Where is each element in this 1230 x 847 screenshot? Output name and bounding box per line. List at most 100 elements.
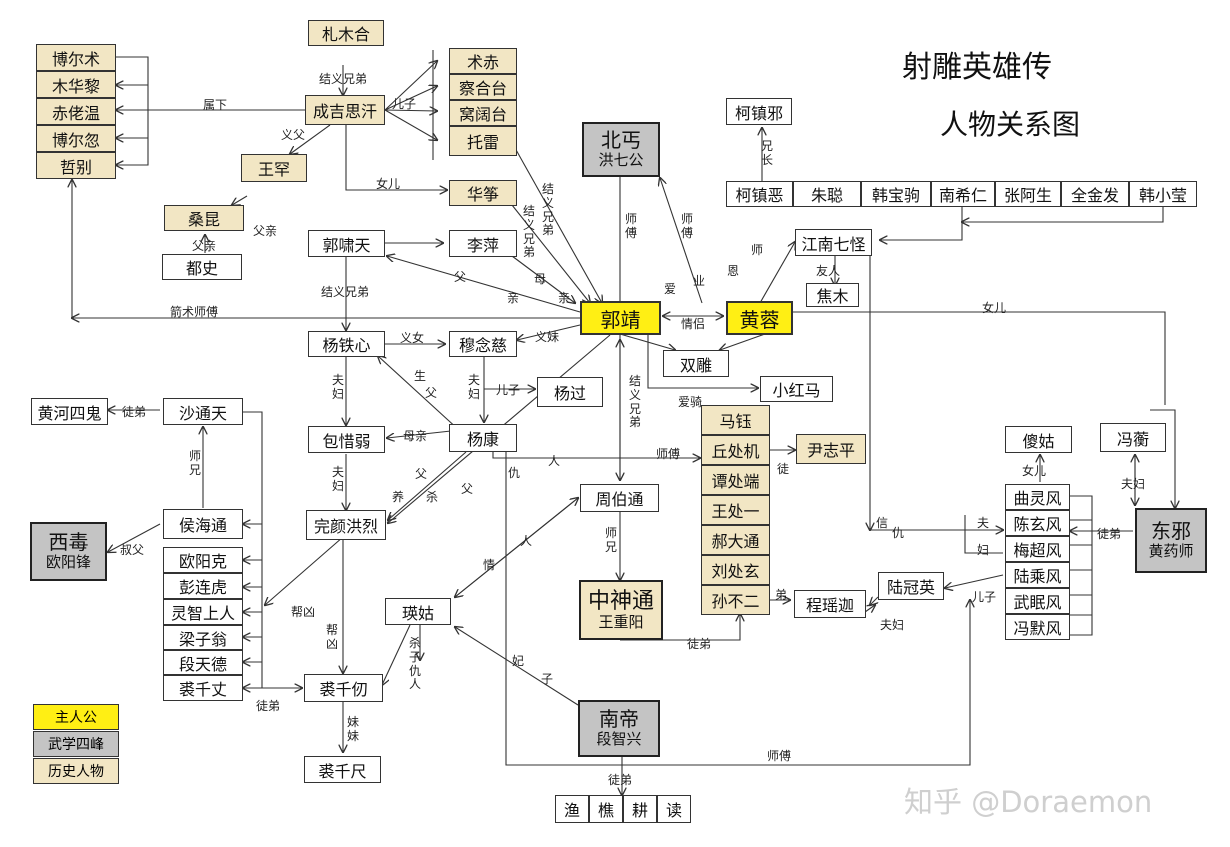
- edge-label: 妹妹: [346, 715, 359, 743]
- node-huangrong: 黄蓉: [726, 301, 793, 335]
- edge-label: 儿子: [972, 590, 997, 604]
- node-tuolei: 托雷: [449, 126, 517, 156]
- edge-label: 义女: [400, 331, 425, 345]
- node-qiuqianzhang: 裘千丈: [163, 675, 243, 701]
- edge-label: 属下: [203, 98, 228, 112]
- node-haodatong: 郝大通: [701, 525, 770, 555]
- edge-label: 女儿: [982, 301, 1007, 315]
- edge-label: 母亲: [403, 429, 428, 443]
- node-chahetai: 察合台: [449, 74, 517, 100]
- edge-label: 师: [751, 243, 764, 257]
- peak-name: 黄药师: [1148, 542, 1194, 561]
- edge-label: 友人: [816, 264, 841, 278]
- node-jiangnanqiguai: 江南七怪: [795, 229, 872, 256]
- node-dushi: 都史: [162, 254, 242, 280]
- node-fengmofeng: 冯默风: [1005, 614, 1070, 640]
- edge-label: 仇: [892, 526, 905, 540]
- watermark: 知乎 @Doraemon: [904, 785, 1153, 819]
- node-zhangasheng: 张阿生: [995, 181, 1061, 207]
- edge-label: 儿子: [392, 97, 417, 111]
- node-hanxiaoying: 韩小莹: [1129, 181, 1197, 207]
- node-lingzhishangren: 灵智上人: [163, 599, 243, 625]
- node-luguanying: 陆冠英: [878, 572, 944, 600]
- edge-label: 夫: [977, 516, 990, 530]
- node-wangchuyi: 王处一: [701, 495, 770, 525]
- chart-subtitle: 人物关系图: [940, 108, 1081, 141]
- node-borshu: 博尔术: [36, 44, 116, 71]
- node-shagu: 傻姑: [1005, 426, 1072, 453]
- node-sangkun: 桑昆: [164, 205, 244, 231]
- node-meichaofeng: 梅超风: [1005, 536, 1070, 562]
- peak-title: 东邪: [1151, 519, 1191, 544]
- edge-label: 徒弟: [1097, 527, 1122, 541]
- chart-title: 射雕英雄传: [902, 50, 1052, 85]
- edge-label: 师傅: [680, 212, 693, 240]
- legend-history: 历史人物: [33, 758, 119, 784]
- node-kezhene: 柯镇恶: [726, 181, 793, 207]
- node-wanyanhonglie: 完颜洪烈: [306, 510, 386, 540]
- node-huazheng: 华筝: [449, 180, 517, 206]
- edge-label: 夫妇: [331, 373, 344, 401]
- legend-peak: 武学四峰: [33, 731, 119, 757]
- node-fenghen: 冯蘅: [1100, 423, 1166, 452]
- edge-label: 师兄: [604, 526, 617, 554]
- node-ouyangke: 欧阳克: [163, 547, 243, 573]
- node-guoxiaotian: 郭啸天: [308, 230, 385, 257]
- node-yinzhiping: 尹志平: [796, 434, 866, 464]
- edge-label: 人: [520, 534, 533, 548]
- node-wokuotai: 窝阔台: [449, 100, 517, 126]
- peak-title: 南帝: [599, 707, 639, 732]
- node-chenxuanfeng: 陈玄风: [1005, 510, 1070, 536]
- node-huanghesigui: 黄河四鬼: [31, 398, 108, 425]
- node-chilaowen: 赤佬温: [36, 98, 116, 125]
- edge-label: 子: [541, 672, 554, 686]
- node-dongxie: 东邪 黄药师: [1135, 508, 1207, 573]
- node-duantiande: 段天德: [163, 650, 243, 675]
- node-nanxiren: 南希仁: [931, 181, 995, 207]
- edge-label: 妇: [977, 543, 990, 557]
- edge-label: 情: [483, 558, 496, 572]
- edge-label: 爱骑: [678, 395, 703, 409]
- node-liping: 李萍: [449, 230, 517, 257]
- edge-label: 杀: [426, 490, 439, 504]
- edge-label: 帮凶: [291, 605, 316, 619]
- edge-label: 结义兄弟: [321, 285, 370, 299]
- node-munianci: 穆念慈: [449, 331, 517, 357]
- edge-label: 仇: [508, 466, 521, 480]
- edge-label: 儿子: [496, 383, 521, 397]
- node-hanbaoju: 韩宝驹: [861, 181, 931, 207]
- node-yangguo: 杨过: [537, 377, 603, 407]
- edge-label: 叔父: [120, 543, 145, 557]
- node-liuchuxuan: 刘处玄: [701, 555, 770, 585]
- node-liangziweng: 梁子翁: [163, 625, 243, 650]
- peak-name: 段智兴: [596, 730, 642, 749]
- node-yu: 渔: [555, 795, 589, 823]
- peak-name: 王重阳: [598, 613, 644, 632]
- node-zhucong: 朱聪: [793, 181, 861, 207]
- edge-label: 徒: [777, 462, 790, 476]
- edge-label: 师兄: [188, 449, 201, 477]
- node-guojing: 郭靖: [580, 301, 661, 335]
- node-zhoubotong: 周伯通: [580, 484, 659, 512]
- edge-label: 杀子仇人: [408, 636, 421, 692]
- node-houtonghai: 侯海通: [163, 509, 243, 539]
- node-shuchi: 术赤: [449, 48, 517, 74]
- node-qiuqianchi: 裘千尺: [304, 756, 381, 783]
- edge-label: 女儿: [376, 177, 401, 191]
- edge-label: 养: [392, 490, 405, 504]
- edge-label: 夫妇: [331, 465, 344, 493]
- edge-label: 结义兄弟: [541, 182, 554, 238]
- edge-label: 徒弟: [122, 405, 147, 419]
- edge-label: 夫妇: [1121, 477, 1146, 491]
- edge-label: 弟: [775, 588, 788, 602]
- node-muhuali: 木华黎: [36, 71, 116, 98]
- node-nandi: 南帝 段智兴: [578, 700, 660, 757]
- node-baoxiruo: 包惜弱: [308, 426, 385, 453]
- edge-label: 母: [534, 272, 547, 286]
- node-mayu: 马钰: [701, 405, 770, 435]
- node-chengjisihan: 成吉思汗: [305, 95, 385, 125]
- edge-label: 父: [461, 482, 474, 496]
- edge-label: 父: [415, 467, 428, 481]
- edge-label: 徒弟: [608, 773, 633, 787]
- edge-label: 业: [693, 274, 706, 288]
